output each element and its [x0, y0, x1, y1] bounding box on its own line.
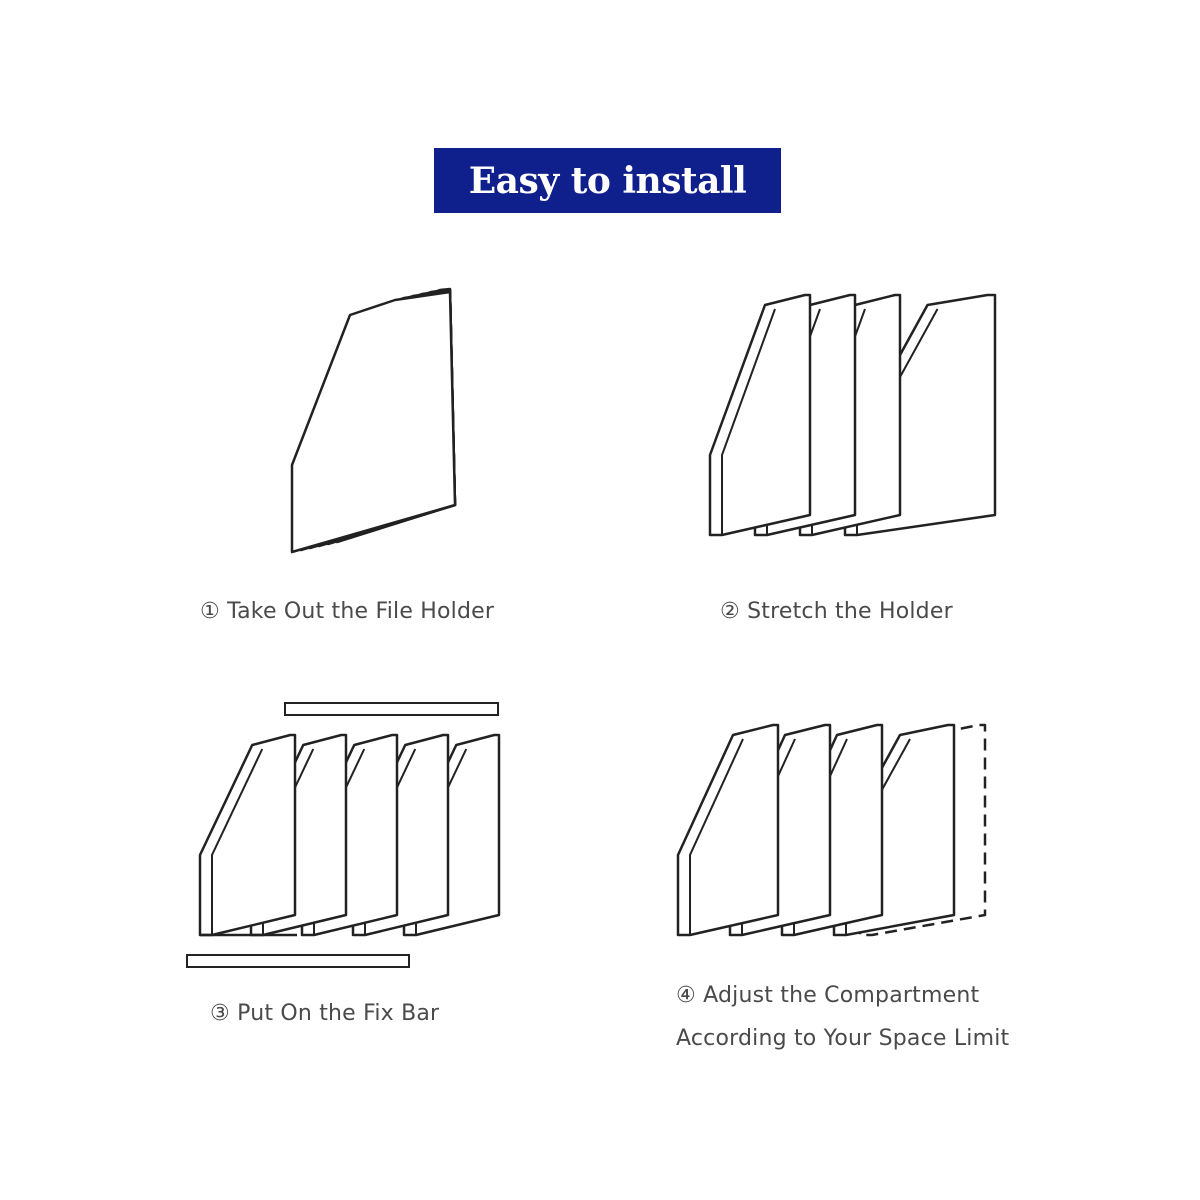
title: Easy to install	[468, 159, 747, 202]
step-4-caption: ④ Adjust the Compartment	[676, 983, 980, 1008]
folded-holder	[290, 290, 457, 554]
step-1-caption: ① Take Out the File Holder	[200, 599, 495, 624]
adjusted-holder	[676, 723, 780, 937]
holder-compartment	[198, 733, 297, 937]
fix-bar-bottom	[186, 954, 410, 968]
step-2-caption: ② Stretch the Holder	[720, 599, 953, 624]
title-banner: Easy to install	[434, 148, 781, 213]
step-3-caption: ③ Put On the Fix Bar	[210, 1001, 440, 1026]
fix-bar-top	[284, 702, 499, 716]
holder-compartment-inner-edge	[211, 748, 264, 935]
adjusted-holder-inner-edge	[689, 738, 744, 935]
extended-holder-dashed	[858, 723, 987, 937]
stretched-holder-inner-edge	[721, 308, 776, 535]
stretched-holder	[708, 293, 812, 537]
step-4-caption-line2: According to Your Space Limit	[676, 1026, 1010, 1051]
